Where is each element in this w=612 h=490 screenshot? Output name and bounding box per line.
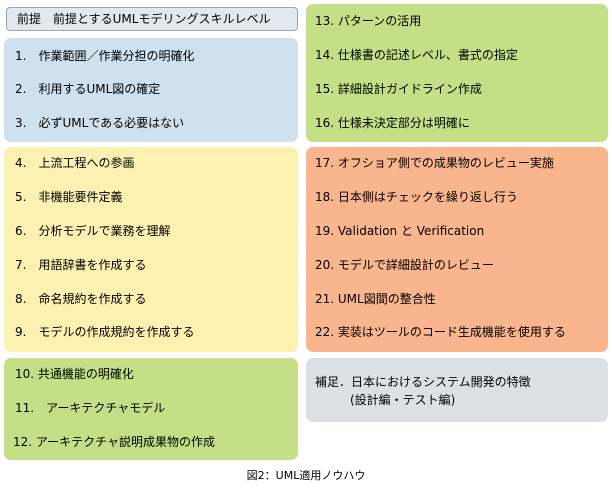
supplement-line-1: 補足．日本におけるシステム開発の特徴 xyxy=(315,375,531,389)
panel-yellow: 4. 上流工程への参画 5. 非機能要件定義 6. 分析モデルで業務を理解 7.… xyxy=(4,147,298,352)
item-19: 19. Validation と Verification xyxy=(315,224,485,238)
supplement-line-2: (設計編・テスト編) xyxy=(350,393,456,407)
item-21: 21. UML図間の整合性 xyxy=(315,292,436,306)
header-title: 前提 前提とするUMLモデリングスキルレベル xyxy=(6,7,298,31)
item-14: 14. 仕様書の記述レベル、書式の指定 xyxy=(315,48,518,62)
item-6: 6. 分析モデルで業務を理解 xyxy=(15,224,171,238)
item-1: 1. 作業範囲／作業分担の明確化 xyxy=(15,49,195,63)
item-4: 4. 上流工程への参画 xyxy=(15,156,135,170)
item-8: 8. 命名規約を作成する xyxy=(15,292,147,306)
panel-orange: 17. オフショア側での成果物のレビュー実施 18. 日本側はチェックを繰り返し… xyxy=(306,147,608,352)
item-16: 16. 仕様未決定部分は明確に xyxy=(315,116,470,130)
item-22: 22. 実装はツールのコード生成機能を使用する xyxy=(315,325,566,339)
item-17: 17. オフショア側での成果物のレビュー実施 xyxy=(315,156,554,170)
item-13: 13. パターンの活用 xyxy=(315,14,422,28)
panel-green-left: 10. 共通機能の明確化 11. アーキテクチャモデル 12. アーキテクチャ説… xyxy=(4,358,298,460)
item-15: 15. 詳細設計ガイドライン作成 xyxy=(315,82,482,96)
panel-supplement: 補足．日本におけるシステム開発の特徴 (設計編・テスト編) xyxy=(306,358,608,422)
item-18: 18. 日本側はチェックを繰り返し行う xyxy=(315,190,518,204)
item-12: 12. アーキテクチャ説明成果物の作成 xyxy=(13,435,216,449)
item-2: 2. 利用するUML図の確定 xyxy=(15,82,161,96)
item-20: 20. モデルで詳細設計のレビュー xyxy=(315,258,494,272)
item-3: 3. 必ずUMLである必要はない xyxy=(15,116,185,130)
panel-blue: 1. 作業範囲／作業分担の明確化 2. 利用するUML図の確定 3. 必ずUML… xyxy=(4,38,298,142)
item-11: 11. アーキテクチャモデル xyxy=(15,401,166,415)
item-5: 5. 非機能要件定義 xyxy=(15,190,123,204)
panel-green-right: 13. パターンの活用 14. 仕様書の記述レベル、書式の指定 15. 詳細設計… xyxy=(306,4,608,142)
figure-caption: 図2：UML適用ノウハウ xyxy=(246,469,366,482)
item-9: 9. モデルの作成規約を作成する xyxy=(15,325,195,339)
item-10: 10. 共通機能の明確化 xyxy=(15,367,134,381)
item-7: 7. 用語辞書を作成する xyxy=(15,258,147,272)
